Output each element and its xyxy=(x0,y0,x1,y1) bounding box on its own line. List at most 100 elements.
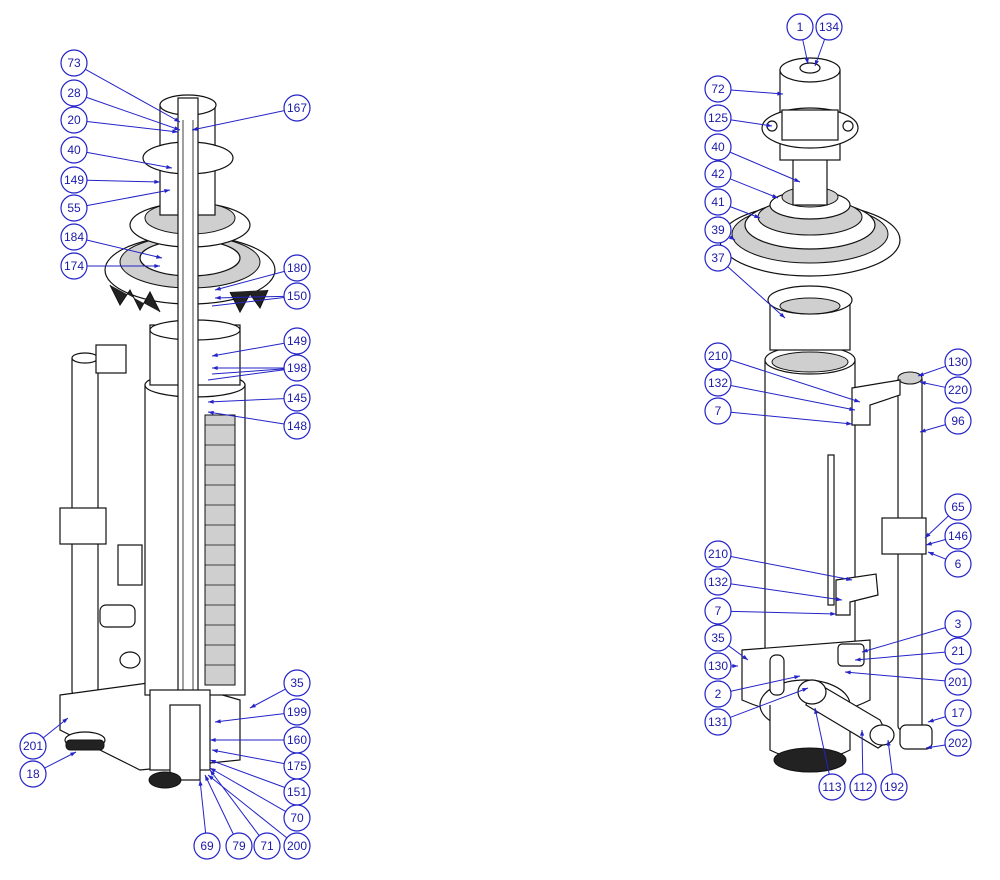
callout-circle xyxy=(704,624,732,652)
callout-label: 132 xyxy=(708,376,728,390)
leader-line-left-150 xyxy=(214,295,285,299)
leader-line-left-28 xyxy=(86,96,181,131)
callout-label: 65 xyxy=(951,500,965,514)
callout-circle xyxy=(704,216,732,244)
leader-line-left-71 xyxy=(209,769,260,836)
callout-label: 17 xyxy=(951,706,965,720)
callout-circle xyxy=(704,568,732,596)
right-isometric-assembly xyxy=(719,57,933,773)
callout-right-72: 72 xyxy=(704,75,732,103)
callout-circle xyxy=(225,832,253,860)
callout-right-21: 21 xyxy=(944,637,972,665)
callout-left-20: 20 xyxy=(60,106,88,134)
leader-arrowhead-right-65 xyxy=(925,532,931,538)
leader-line-right-125 xyxy=(730,119,773,127)
callout-right-3: 3 xyxy=(944,610,972,638)
callout-left-73: 73 xyxy=(60,49,88,77)
callout-label: 132 xyxy=(708,575,728,589)
callout-circle xyxy=(944,729,972,757)
callout-circle xyxy=(283,354,311,382)
callout-left-198: 198 xyxy=(283,354,311,382)
callout-label: 200 xyxy=(287,839,307,853)
callout-circle xyxy=(786,13,814,41)
leader-line-left-18 xyxy=(44,751,77,769)
callout-circle xyxy=(283,327,311,355)
leader-line-right-21 xyxy=(854,651,946,661)
callout-left-199: 199 xyxy=(283,698,311,726)
leader-line-right-37 xyxy=(727,266,786,319)
callout-circle xyxy=(60,79,88,107)
callout-left-175: 175 xyxy=(283,752,311,780)
callout-right-132b: 132 xyxy=(704,568,732,596)
callout-label: 192 xyxy=(884,780,904,794)
callout-label: 151 xyxy=(287,785,307,799)
callout-circle xyxy=(944,668,972,696)
callout-label: 175 xyxy=(287,759,307,773)
leader-line-right-210a xyxy=(730,359,861,403)
leader-line-right-131 xyxy=(729,687,809,718)
leader-arrowhead-left-40 xyxy=(166,164,172,170)
callout-label: 131 xyxy=(708,715,728,729)
callout-right-125: 125 xyxy=(704,104,732,132)
callout-circle xyxy=(944,376,972,404)
callout-right-210b: 210 xyxy=(704,540,732,568)
callout-circle xyxy=(944,550,972,578)
leader-arrowhead-right-130a xyxy=(918,372,924,377)
callout-label: 79 xyxy=(232,839,246,853)
callout-right-220: 220 xyxy=(944,376,972,404)
leader-arrowhead-right-40 xyxy=(794,177,800,182)
callout-right-113: 113 xyxy=(818,773,846,801)
callout-circle xyxy=(704,188,732,216)
leader-arrowhead-right-17 xyxy=(928,718,934,723)
leader-arrowhead-left-150 xyxy=(215,295,221,300)
callout-circle xyxy=(815,13,843,41)
callout-right-146: 146 xyxy=(944,522,972,550)
leader-lines xyxy=(42,39,949,839)
leader-arrowhead-left-79 xyxy=(205,775,210,781)
leader-arrowhead-left-71 xyxy=(210,770,216,776)
callout-label: 130 xyxy=(708,659,728,673)
callout-label: 199 xyxy=(287,705,307,719)
callout-label: 41 xyxy=(711,195,725,209)
callout-circle xyxy=(704,75,732,103)
callout-label: 145 xyxy=(287,391,307,405)
callout-label: 28 xyxy=(67,86,81,100)
callout-right-131: 131 xyxy=(704,708,732,736)
leader-arrowhead-left-200 xyxy=(208,775,214,781)
leader-arrowhead-right-41 xyxy=(754,214,760,218)
leader-arrowhead-right-192 xyxy=(886,740,891,746)
callout-left-35: 35 xyxy=(283,669,311,697)
callout-circle xyxy=(849,773,877,801)
leader-arrowhead-right-2 xyxy=(794,675,800,680)
leader-line-left-69 xyxy=(199,779,207,834)
leader-line-left-70 xyxy=(209,767,286,812)
callout-circle xyxy=(60,136,88,164)
callout-right-7b: 7 xyxy=(704,597,732,625)
callout-label: 70 xyxy=(290,811,304,825)
callout-label: 220 xyxy=(948,383,968,397)
callout-right-132a: 132 xyxy=(704,369,732,397)
callout-left-79: 79 xyxy=(225,832,253,860)
callout-right-65: 65 xyxy=(944,493,972,521)
leader-arrowhead-left-149b xyxy=(212,352,218,358)
leader-arrowhead-left-35 xyxy=(250,703,256,708)
callout-circle xyxy=(283,384,311,412)
callout-circle xyxy=(944,522,972,550)
leader-arrowhead-left-145 xyxy=(208,399,214,404)
callout-label: 69 xyxy=(200,839,214,853)
callout-label: 167 xyxy=(287,101,307,115)
leader-line-left-20 xyxy=(86,120,179,133)
callout-right-192: 192 xyxy=(880,773,908,801)
callout-circle xyxy=(944,637,972,665)
callout-label: 40 xyxy=(67,143,81,157)
callout-label: 149 xyxy=(287,334,307,348)
callout-label: 130 xyxy=(948,355,968,369)
leader-line-right-42 xyxy=(729,178,779,199)
callout-right-210a: 210 xyxy=(704,342,732,370)
leader-line-right-192 xyxy=(887,739,893,775)
leader-arrowhead-right-112 xyxy=(860,730,865,736)
leader-arrowhead-left-28 xyxy=(174,126,180,131)
leader-line-left-175 xyxy=(211,749,285,765)
callout-label: 55 xyxy=(67,201,81,215)
